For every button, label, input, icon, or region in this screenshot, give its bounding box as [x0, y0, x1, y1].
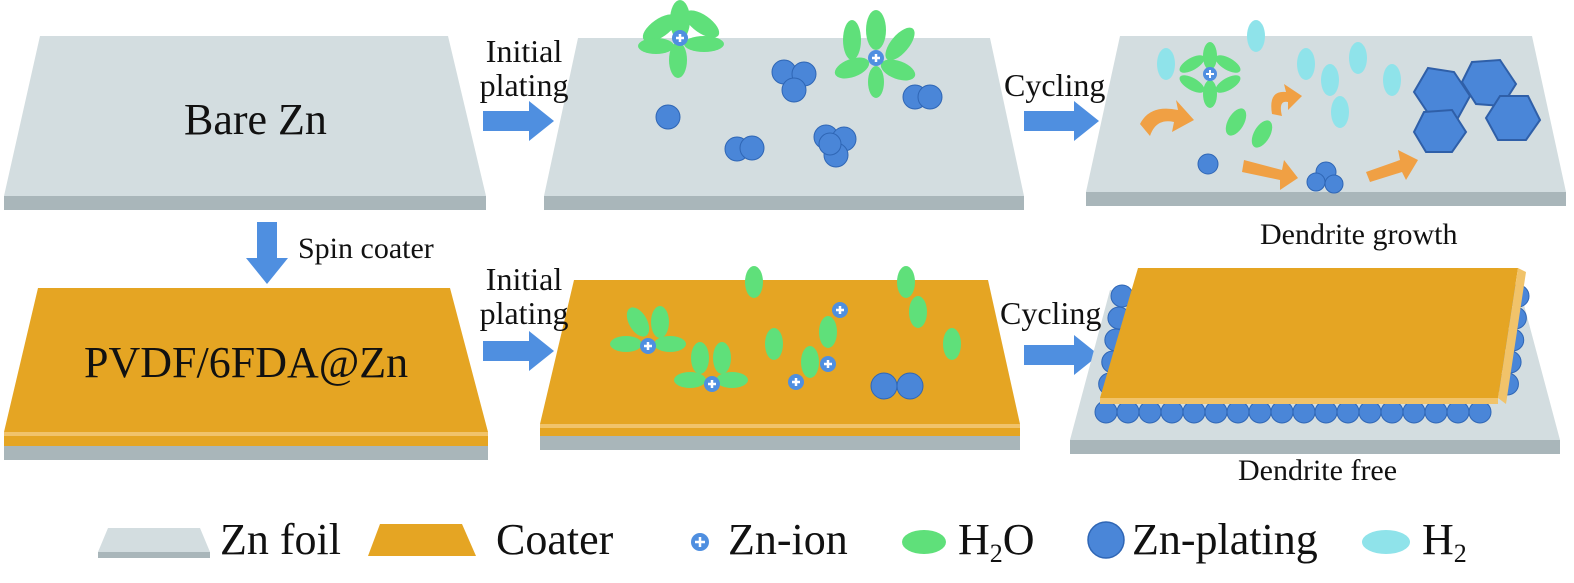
- dendrite-crystals: [1412, 58, 1542, 153]
- initial-plating-arrow-top: [483, 101, 554, 141]
- zn-plating-particle: [1226, 400, 1250, 424]
- h2-bubbles: [1157, 20, 1401, 128]
- zn-plating-particle: [1270, 400, 1294, 424]
- zn-plating-particle: [1182, 400, 1206, 424]
- cycling-arrow-bottom: [1024, 335, 1099, 375]
- zn-plating-particle: [1446, 400, 1470, 424]
- zn-plating-deposits-bottom: [870, 372, 924, 400]
- zn-plating-deposits-top: [655, 59, 943, 168]
- legend-h2-swatch: [1362, 530, 1410, 554]
- hydrated-zn-ion-top-3: [1179, 42, 1273, 148]
- legend-h2o-o: O: [1002, 515, 1035, 564]
- zn-plating-particle: [1138, 400, 1162, 424]
- zn-plating-particle: [1424, 400, 1448, 424]
- zn-plating-particle: [1380, 400, 1404, 424]
- legend-h2-label: H2: [1422, 514, 1467, 569]
- hydrated-zn-ion-top-1: [638, 0, 724, 78]
- coated-plated-foil: [540, 280, 1020, 450]
- legend-zn-plating-label: Zn-plating: [1132, 515, 1318, 564]
- cycling-arrow-top: [1024, 101, 1099, 141]
- initial-plating-line-1: Initial: [485, 33, 563, 69]
- h2o-molecules-bottom: [610, 266, 961, 388]
- dendrite-growth-label: Dendrite growth: [1260, 218, 1458, 251]
- legend-h2-subscript: 2: [1453, 539, 1467, 568]
- legend-zn-ion-label: Zn-ion: [728, 515, 848, 564]
- reaction-arrows: [1140, 84, 1418, 190]
- legend-h2o-label: H2O: [958, 514, 1035, 569]
- legend-h2o-h: H: [958, 515, 990, 564]
- legend-coater-swatch: [368, 524, 476, 556]
- cycling-label-top: Cycling: [1004, 67, 1106, 103]
- hydrated-zn-ion-top-2: [834, 10, 916, 98]
- bare-zn-foil: [4, 36, 486, 210]
- legend-h2o-subscript: 2: [989, 539, 1003, 568]
- initial-plating-line-2: plating: [479, 295, 569, 331]
- bare-zn-label: Bare Zn: [184, 95, 327, 144]
- spin-coater-arrow: [246, 222, 288, 284]
- zn-plating-particle: [1292, 400, 1316, 424]
- legend-h2-h: H: [1422, 515, 1454, 564]
- zn-plating-deposits-top-right: [1197, 153, 1344, 194]
- zn-plating-particle: [1358, 400, 1382, 424]
- zn-plating-particle: [1336, 400, 1360, 424]
- initial-plating-line-1: Initial: [485, 261, 563, 297]
- initial-plating-label-top: Initial plating: [470, 34, 578, 102]
- zn-ions-bottom: [640, 302, 848, 392]
- legend-zn-ion-swatch: [691, 533, 709, 551]
- legend-zn-foil-swatch: [98, 528, 210, 558]
- zn-plating-particle: [1094, 400, 1118, 424]
- zn-plating-particle: [1468, 400, 1492, 424]
- coated-zn-label: PVDF/6FDA@Zn: [84, 338, 409, 387]
- initial-plating-arrow-bottom: [483, 331, 554, 371]
- zn-plating-particle: [1402, 400, 1426, 424]
- legend-zn-foil-label: Zn foil: [220, 515, 341, 564]
- legend-coater-label: Coater: [496, 515, 614, 564]
- spin-coater-label: Spin coater: [298, 232, 434, 265]
- zn-plating-particle: [1248, 400, 1272, 424]
- zn-plating-particle: [1116, 400, 1140, 424]
- cycling-label-bottom: Cycling: [1000, 295, 1102, 331]
- zn-plating-particle: [1160, 400, 1184, 424]
- legend-h2o-swatch: [902, 530, 946, 554]
- coated-zn-foil: [4, 288, 488, 460]
- zn-plating-particle: [1314, 400, 1338, 424]
- initial-plating-line-2: plating: [479, 67, 569, 103]
- zn-plating-particle: [1204, 400, 1228, 424]
- initial-plating-label-bottom: Initial plating: [470, 262, 578, 330]
- dendrite-free-label: Dendrite free: [1238, 454, 1398, 487]
- dendrite-free-coater: [1100, 268, 1526, 404]
- legend-zn-plating-swatch: [1087, 521, 1125, 559]
